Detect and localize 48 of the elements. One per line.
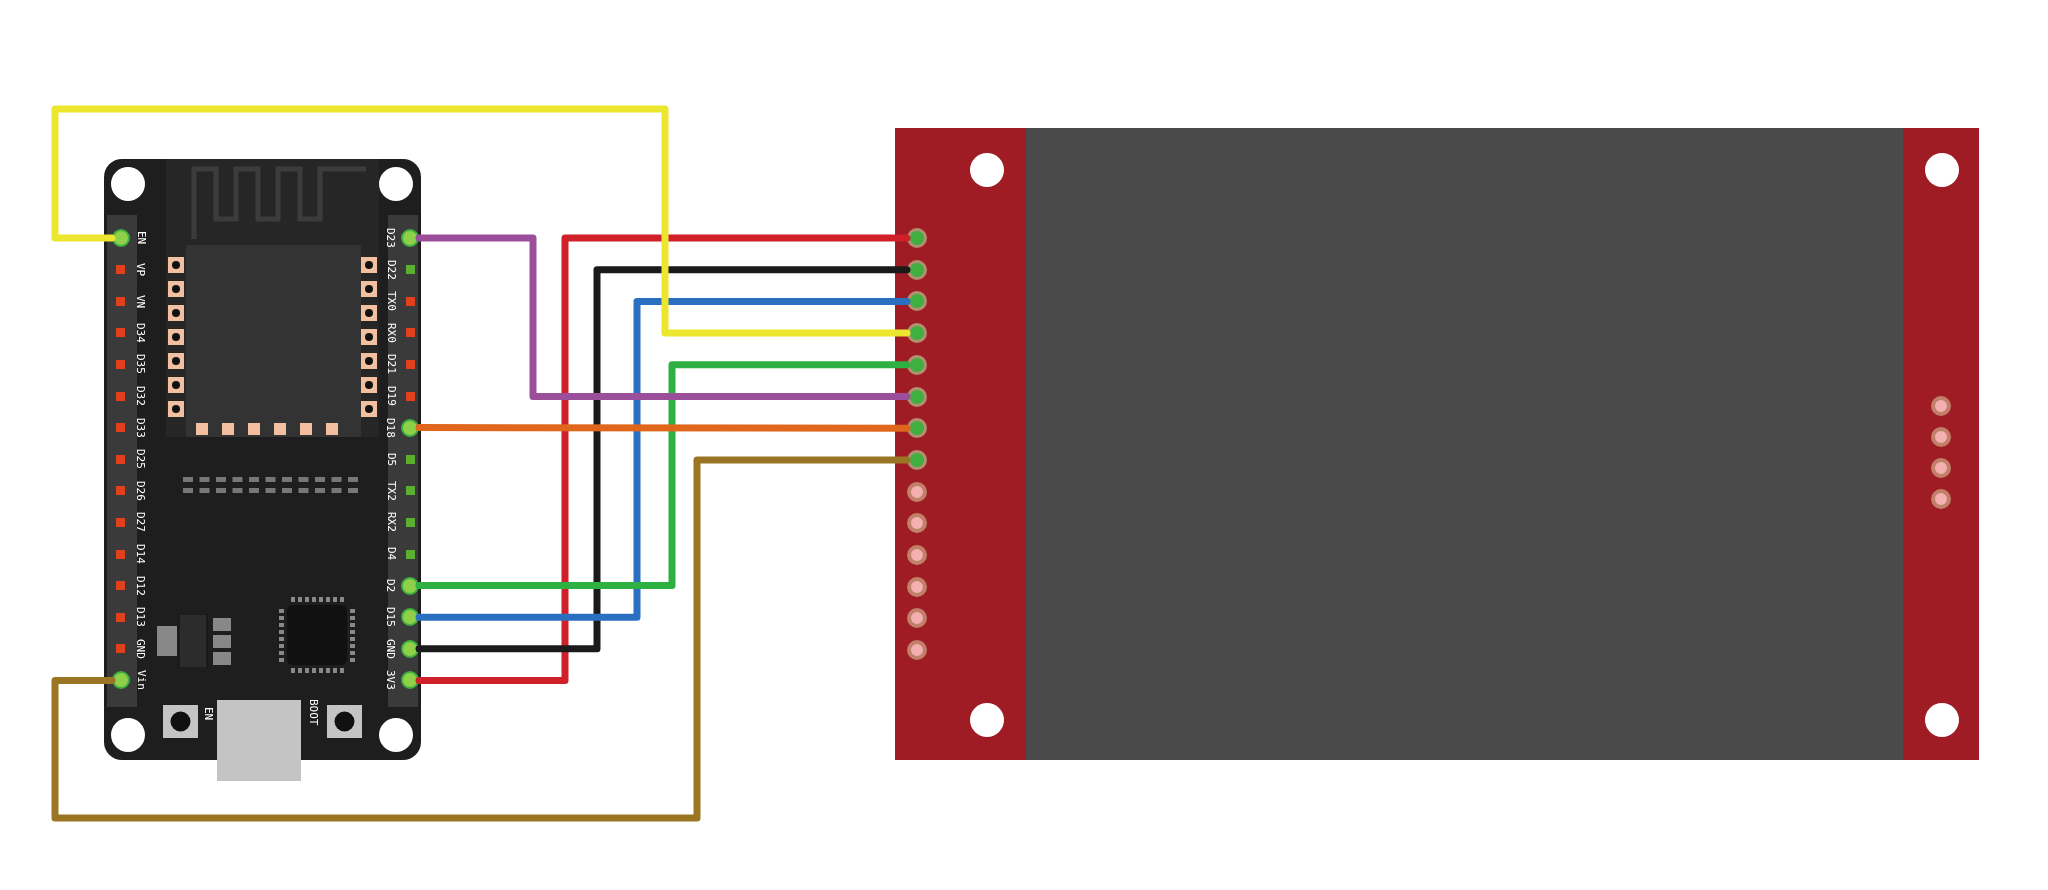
pin-label: D26: [134, 480, 146, 501]
pin-label: D23: [384, 228, 396, 248]
wire: [415, 361, 911, 590]
pin-label: VN: [134, 294, 146, 308]
display-module: [895, 128, 1979, 760]
display-pin: [907, 449, 927, 470]
pin-label: D25: [134, 449, 146, 470]
pin-label: GND: [134, 638, 146, 659]
pin-label: D34: [134, 322, 146, 343]
display-pin: [907, 323, 927, 344]
wire: [51, 456, 911, 822]
pin-label: D4: [385, 547, 397, 561]
pin-label: D12: [134, 575, 146, 596]
pin-label: VP: [134, 262, 146, 277]
display-pin: [907, 228, 927, 248]
pin-label: D14: [134, 544, 146, 564]
pin-label: D35: [134, 354, 146, 375]
pin-label: D32: [134, 386, 146, 406]
display-pin: [907, 259, 927, 280]
pin-label: Vin: [135, 670, 147, 691]
button-label: EN: [202, 707, 214, 721]
display-pin: [907, 418, 927, 439]
display-pin: [907, 354, 927, 375]
pin-label: 3V3: [384, 670, 396, 691]
wire: [415, 424, 911, 432]
pin-label: D18: [384, 417, 396, 438]
display-pin: [907, 386, 927, 407]
display-pin: [907, 291, 927, 312]
pin-label: D5: [385, 452, 397, 466]
wire: [415, 297, 911, 621]
pin-label: TX0: [385, 291, 397, 312]
pin-label: TX2: [385, 480, 397, 501]
wire: [51, 105, 911, 337]
usb-connector: [217, 700, 301, 781]
pin-label: D13: [134, 607, 146, 628]
pin-label: D22: [385, 259, 397, 280]
pin-label: D2: [384, 578, 396, 593]
pin-label: RX2: [385, 512, 397, 533]
pin-label: GND: [384, 638, 396, 659]
wire: [415, 234, 911, 400]
pin-label: EN: [135, 231, 147, 245]
button-label: BOOT: [307, 699, 319, 726]
pin-label: D15: [384, 607, 396, 628]
pin-label: D21: [385, 354, 397, 375]
pin-label: D33: [134, 417, 146, 438]
pin-label: D27: [134, 512, 146, 533]
pin-label: D19: [385, 386, 397, 406]
pin-label: RX0: [385, 322, 397, 343]
